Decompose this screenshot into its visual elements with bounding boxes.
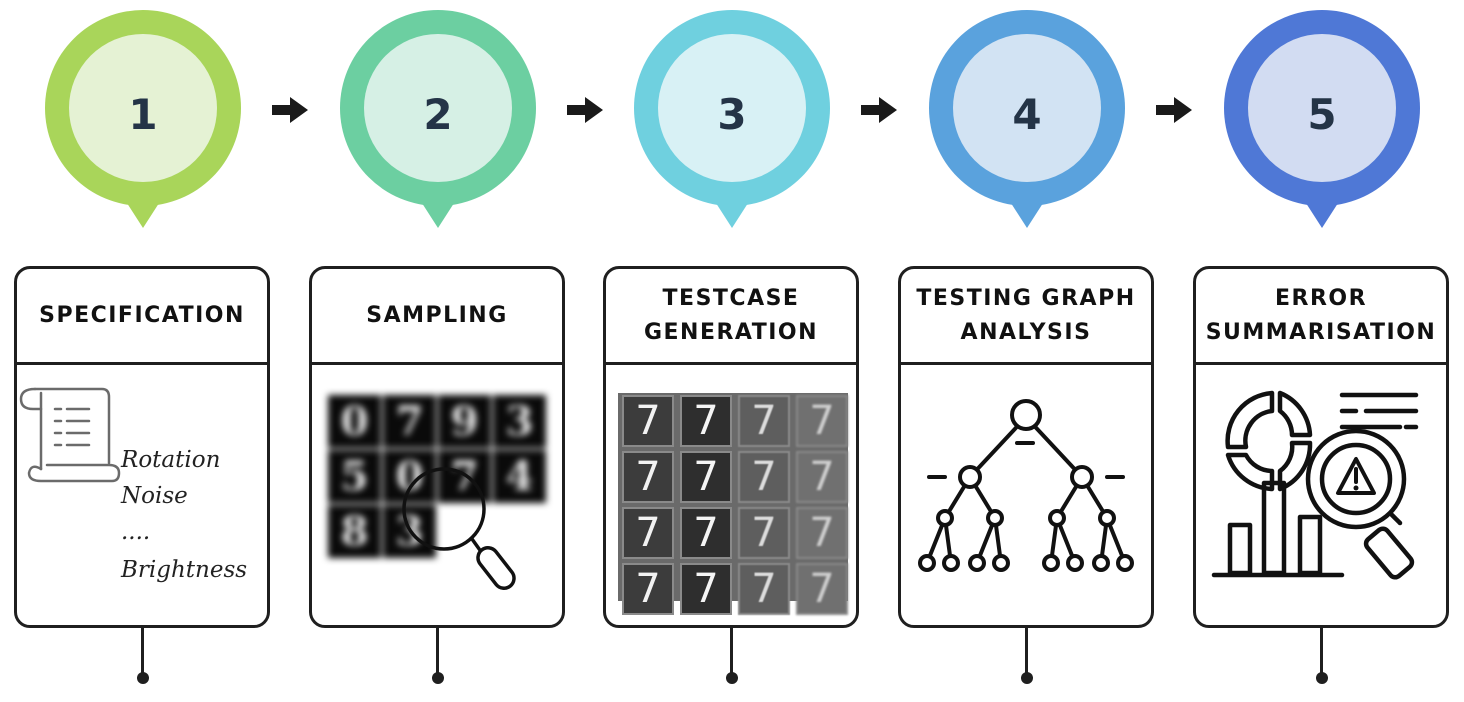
- connector-dot: [1316, 672, 1328, 684]
- step-4-number: 4: [1012, 90, 1042, 139]
- testcase-tile: 7: [622, 395, 674, 447]
- pin-inner: [364, 34, 512, 182]
- card-header: ERROR SUMMARISATION: [1196, 269, 1446, 365]
- digit-tile: 8: [328, 505, 381, 558]
- tree-graph-icon: [918, 399, 1134, 572]
- pin-tip: [1009, 200, 1045, 228]
- digit-tile: 4: [493, 450, 546, 503]
- spec-item-ellipsis: ....: [121, 519, 151, 545]
- step-1-card: SPECIFICATION Rotation Noise .... Bright…: [14, 266, 270, 628]
- connector-line: [730, 628, 733, 676]
- arrow-right-icon: [272, 97, 308, 123]
- card-body: Rotation Noise .... Brightness: [17, 365, 267, 625]
- pin-tip: [1304, 200, 1340, 228]
- pin-tip: [714, 200, 750, 228]
- digit-tile: 3: [493, 395, 546, 448]
- magnifier-icon: [402, 467, 516, 590]
- scroll-icon: [19, 387, 121, 483]
- digit-tile: 0: [328, 395, 381, 448]
- digit-tile: 7: [383, 395, 436, 448]
- step-2-title: SAMPLING: [366, 302, 508, 328]
- pin-tip: [125, 200, 161, 228]
- card-body: [1196, 365, 1446, 625]
- step-4-pin: 4: [929, 10, 1125, 240]
- pin-inner: [658, 34, 806, 182]
- testcase-tile: 7: [622, 451, 674, 503]
- pin-inner: [69, 34, 217, 182]
- step-4-card: TESTING GRAPH ANALYSIS: [898, 266, 1154, 628]
- testcase-tile: 7: [796, 507, 848, 559]
- card-body: [901, 365, 1151, 625]
- connector-dot: [1021, 672, 1033, 684]
- card-header: TESTING GRAPH ANALYSIS: [901, 269, 1151, 365]
- connector-line: [1320, 628, 1323, 676]
- error-report-icon: [1211, 390, 1419, 580]
- card-header: TESTCASE GENERATION: [606, 269, 856, 365]
- testcase-tile: 7: [680, 451, 732, 503]
- testcase-tile: 7: [796, 395, 848, 447]
- testcase-tile: 7: [738, 395, 790, 447]
- connector-line: [141, 628, 144, 676]
- step-2-pin: 2: [340, 10, 536, 240]
- pin-inner: [1248, 34, 1396, 182]
- testcase-tile: 7: [622, 507, 674, 559]
- testcase-tile: 7: [680, 507, 732, 559]
- arrow-right-icon: [861, 97, 897, 123]
- step-5-title: ERROR SUMMARISATION: [1205, 285, 1437, 345]
- step-4-title: TESTING GRAPH ANALYSIS: [916, 285, 1136, 345]
- testcase-tile: 7: [738, 451, 790, 503]
- testcase-tile: 7: [680, 563, 732, 615]
- digit-tile: 9: [438, 395, 491, 448]
- testcase-tile: 7: [796, 563, 848, 615]
- arrow-right-icon: [567, 97, 603, 123]
- testcase-tile: 7: [738, 563, 790, 615]
- step-3-pin: 3: [634, 10, 830, 240]
- arrow-right-icon: [1156, 97, 1192, 123]
- step-2-number: 2: [423, 90, 453, 139]
- connector-dot: [726, 672, 738, 684]
- testcase-tile: 7: [796, 451, 848, 503]
- step-3-title: TESTCASE GENERATION: [643, 285, 819, 345]
- step-5-pin: 5: [1224, 10, 1420, 240]
- step-1-number: 1: [128, 90, 158, 139]
- connector-line: [1025, 628, 1028, 676]
- step-5-card: ERROR SUMMARISATION: [1193, 266, 1449, 628]
- step-1-title: SPECIFICATION: [39, 302, 245, 328]
- testcase-tile: 7: [738, 507, 790, 559]
- pin-inner: [953, 34, 1101, 182]
- testcase-tile: 7: [622, 563, 674, 615]
- connector-dot: [432, 672, 444, 684]
- pin-tip: [420, 200, 456, 228]
- spec-item-rotation: Rotation: [121, 447, 221, 473]
- card-header: SPECIFICATION: [17, 269, 267, 365]
- testcase-tile: 7: [680, 395, 732, 447]
- connector-dot: [137, 672, 149, 684]
- spec-item-noise: Noise: [121, 483, 188, 509]
- step-5-number: 5: [1307, 90, 1337, 139]
- digit-tile: 5: [328, 450, 381, 503]
- step-3-number: 3: [717, 90, 747, 139]
- spec-item-brightness: Brightness: [121, 557, 248, 583]
- connector-line: [436, 628, 439, 676]
- step-1-pin: 1: [45, 10, 241, 240]
- card-header: SAMPLING: [312, 269, 562, 365]
